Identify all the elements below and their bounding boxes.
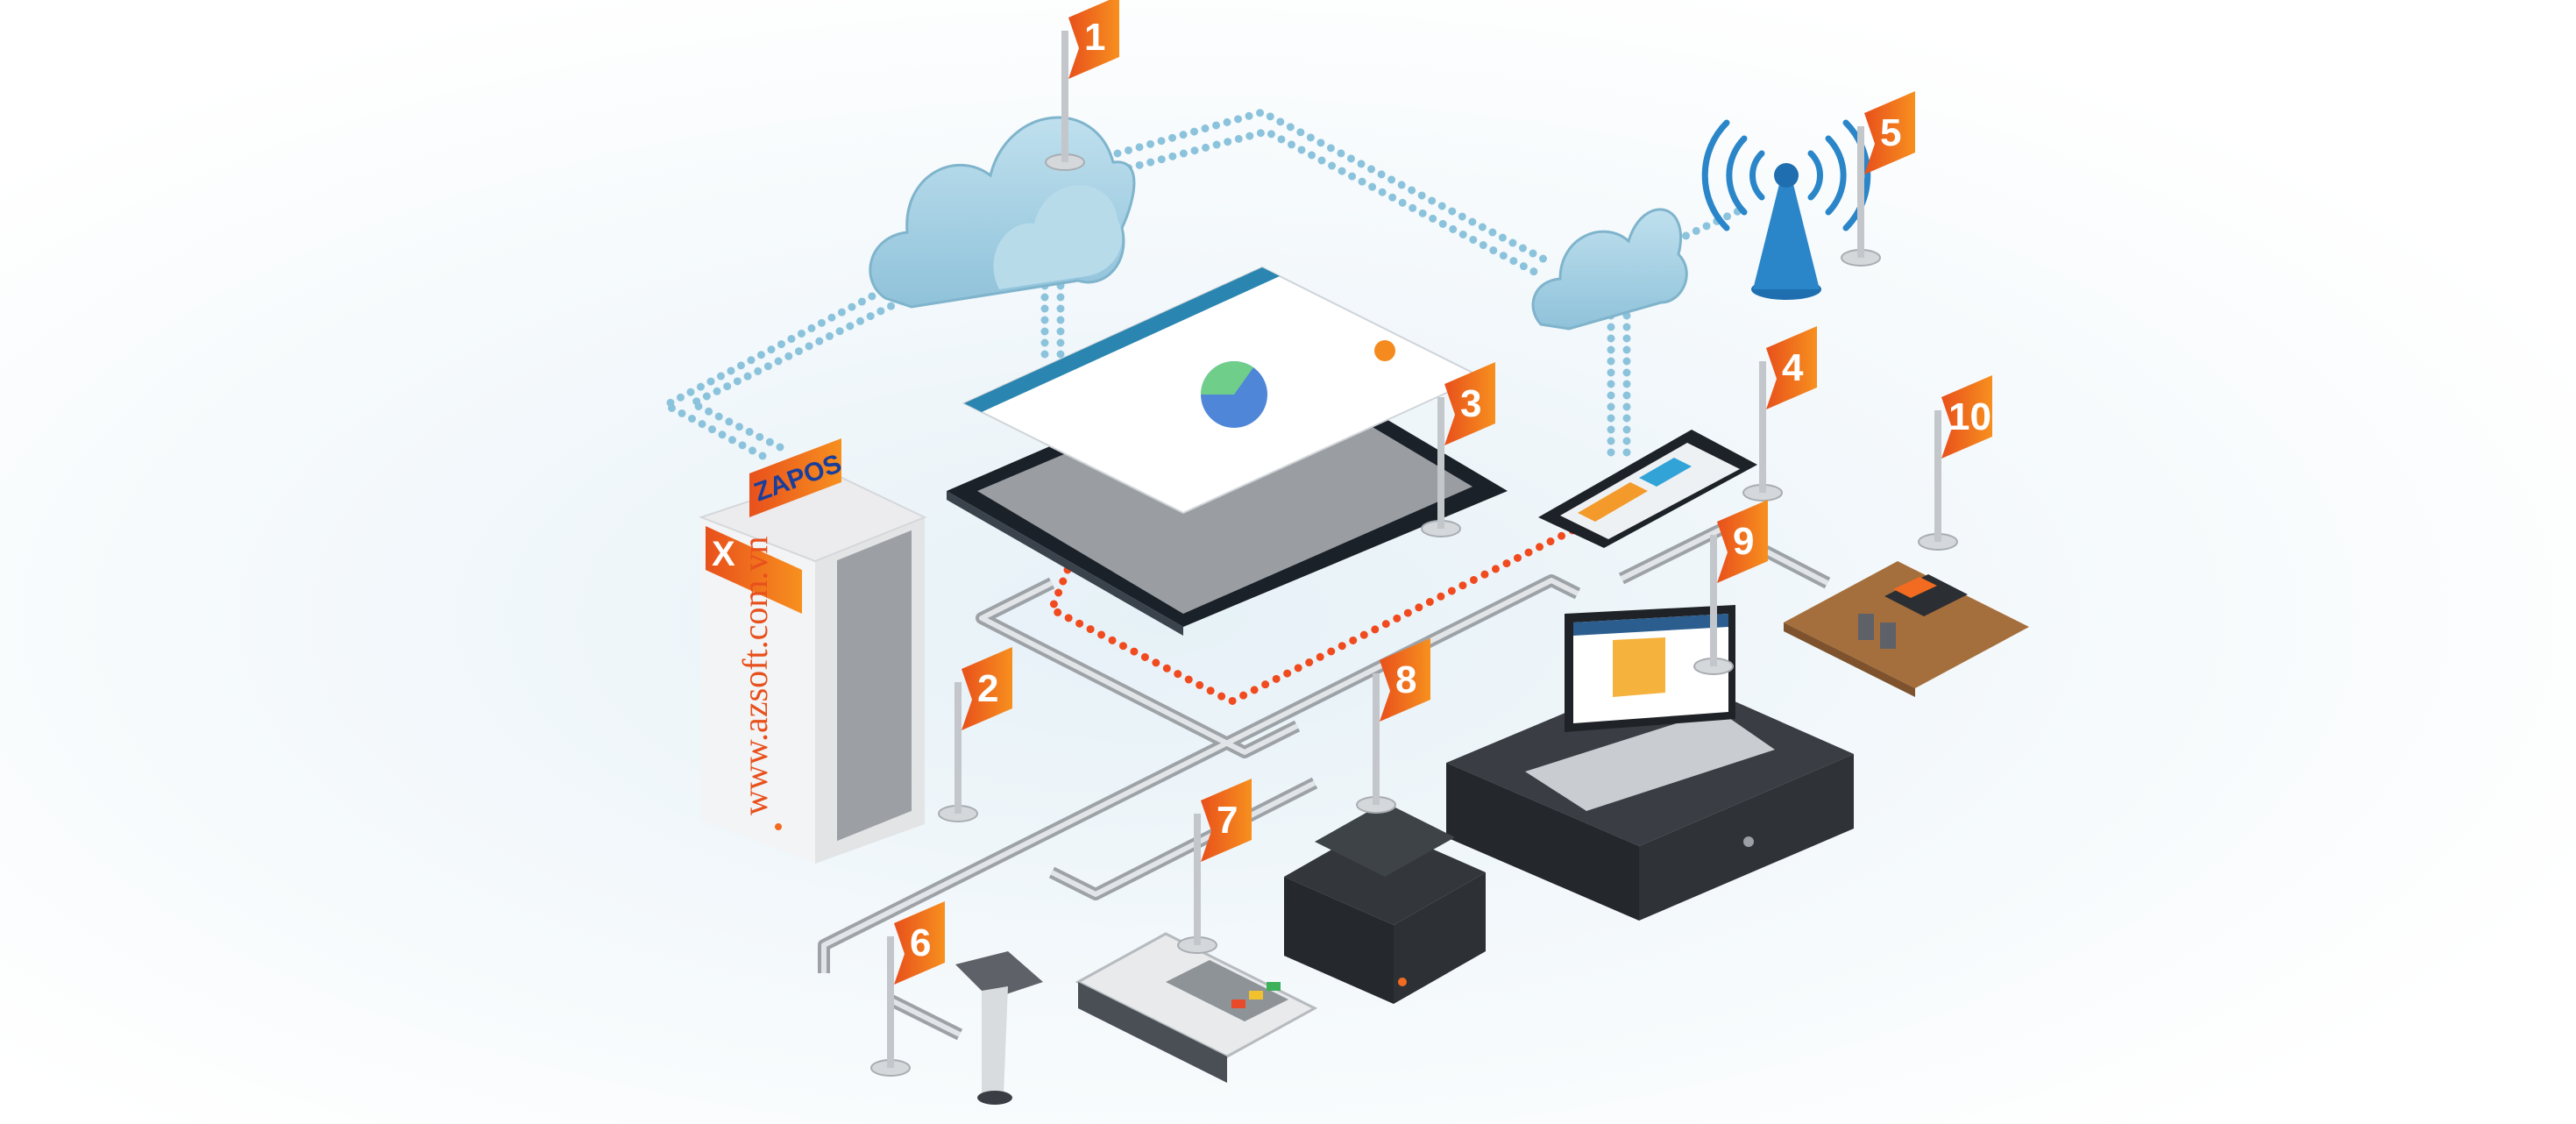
card-terminal <box>1075 932 1318 1083</box>
svg-text:1: 1 <box>1084 16 1105 59</box>
building-website: www.azsoft.com.vn <box>735 537 775 815</box>
flag-8: 8 <box>1356 637 1431 814</box>
tablet-screen-layer <box>962 266 1484 515</box>
x-logo-icon: X <box>712 535 735 573</box>
smartphone <box>1538 430 1757 548</box>
flag-6: 6 <box>870 900 946 1077</box>
receipt-printer <box>1284 802 1486 1004</box>
tablet <box>947 266 1508 636</box>
flag-9: 9 <box>1693 499 1769 675</box>
flag-2: 2 <box>938 646 1013 822</box>
svg-text:3: 3 <box>1460 382 1481 425</box>
svg-text:4: 4 <box>1782 346 1804 389</box>
link-building-cloud-2 <box>683 298 903 452</box>
svg-text:5: 5 <box>1880 111 1901 154</box>
svg-text:9: 9 <box>1733 520 1754 563</box>
svg-text:10: 10 <box>1948 395 1991 438</box>
link-cloud-cloud-2 <box>1113 127 1547 281</box>
headquarters-building: X www.azsoft.com.vn ZAPOS <box>699 438 927 864</box>
link-cloud-cloud <box>1113 108 1556 267</box>
wifi-signal-icon <box>1701 119 1871 231</box>
building-windows <box>837 530 912 842</box>
svg-text:2: 2 <box>977 667 998 710</box>
flag-3: 3 <box>1421 361 1496 537</box>
svg-text:8: 8 <box>1395 658 1416 701</box>
flag-4: 4 <box>1742 325 1818 502</box>
link-tablet-phone <box>1047 523 1582 707</box>
flag-1: 1 <box>1045 0 1120 171</box>
flag-5: 5 <box>1841 90 1916 267</box>
flag-7: 7 <box>1177 778 1253 954</box>
circuit-board <box>1784 561 2029 697</box>
cloud-small <box>1531 208 1688 331</box>
wifi-tower <box>1701 119 1871 300</box>
svg-text:7: 7 <box>1217 799 1238 842</box>
laptop <box>1525 605 1775 811</box>
svg-text:6: 6 <box>910 921 931 964</box>
barcode-scanner <box>955 951 1043 1105</box>
flag-10: 10 <box>1918 374 1993 551</box>
link-building-cloud <box>657 285 890 460</box>
